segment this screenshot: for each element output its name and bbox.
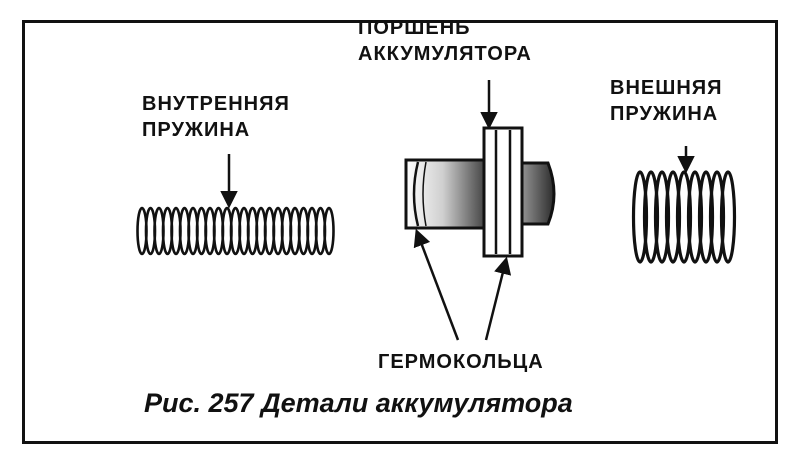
spring-coil [323, 206, 335, 256]
inner-spring-illustration [136, 206, 335, 256]
spring-coil [653, 170, 671, 264]
inner-spring-label-line1: ВНУТРЕННЯЯ [142, 93, 290, 115]
inner-spring-label-line2: ПРУЖИНА [142, 119, 251, 141]
outer-spring-illustration [631, 170, 737, 264]
spring-coil [631, 170, 649, 264]
figure-caption: Рис. 257 Детали аккумулятора [144, 388, 573, 418]
outer-spring-label-line2: ПРУЖИНА [610, 103, 719, 125]
diagram-frame [22, 20, 778, 444]
spring-coil [719, 170, 737, 264]
seal-arrow-right [484, 256, 512, 341]
spring-coil [686, 170, 704, 264]
accumulator-piston-illustration [404, 126, 556, 258]
seals-label: ГЕРМОКОЛЬЦА [378, 351, 544, 373]
outer-spring-label-line1: ВНЕШНЯЯ [610, 77, 723, 99]
piston-label-line2: АККУМУЛЯТОРА [358, 43, 532, 65]
spring-coil [664, 170, 682, 264]
callout-arrows [220, 80, 695, 341]
spring-coil [697, 170, 715, 264]
piston-label-line1: ПОРШЕНЬ [358, 17, 471, 39]
spring-coil [642, 170, 660, 264]
seal-arrow-left [413, 228, 460, 341]
spring-coil [708, 170, 726, 264]
